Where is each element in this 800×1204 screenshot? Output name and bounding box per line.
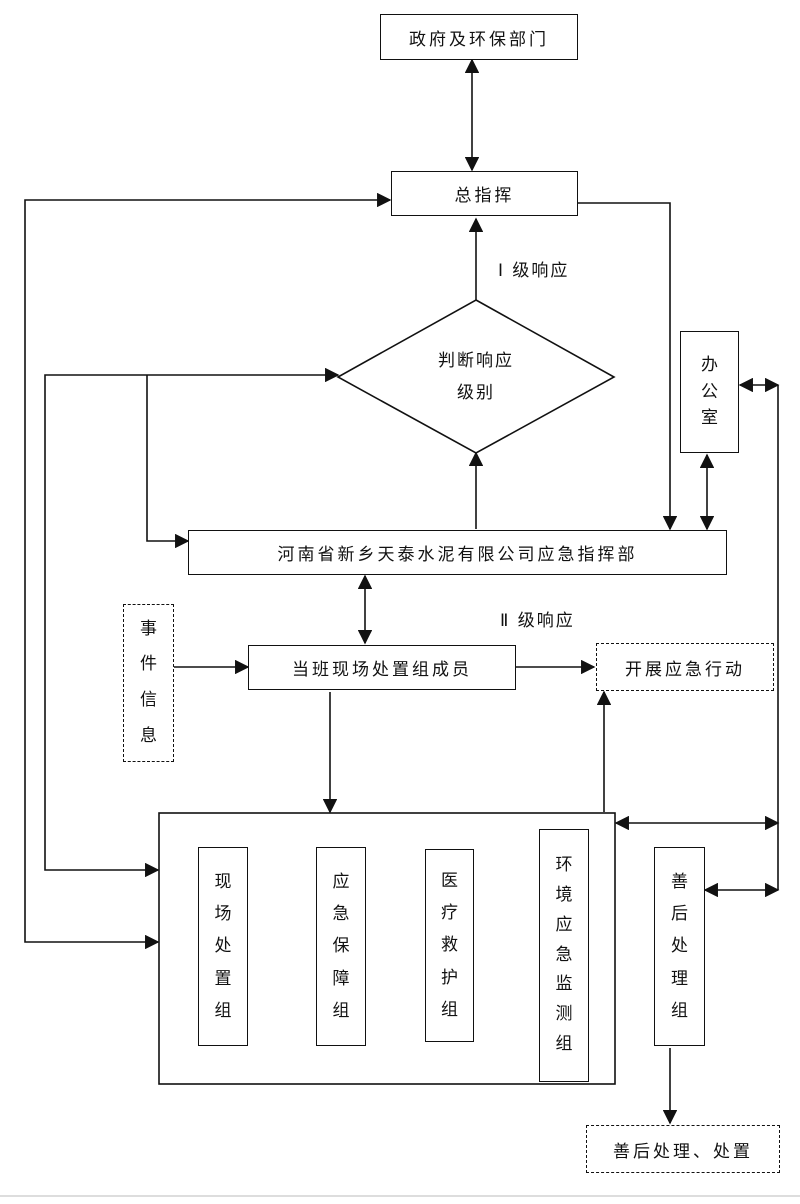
judge-label-line2: 级别 — [457, 383, 495, 404]
event-info-label: 事件信息 — [140, 618, 157, 746]
arrow-commander-left-loop — [24, 192, 392, 950]
office-label: 办公室 — [701, 355, 718, 429]
arrow-branch-hq — [146, 375, 190, 549]
group-aftermath-box: 善后处理组 — [654, 847, 705, 1046]
judge-diamond — [336, 299, 616, 454]
level2-label: Ⅱ 级响应 — [500, 611, 575, 631]
aftermath-result-label: 善后处理、处置 — [613, 1141, 753, 1162]
gov-label: 政府及环保部门 — [409, 29, 549, 50]
emergency-action-box: 开展应急行动 — [596, 643, 774, 691]
level1-label: Ⅰ 级响应 — [498, 261, 570, 281]
group-onsite-box: 现场处置组 — [198, 847, 248, 1046]
group-support-box: 应急保障组 — [316, 847, 366, 1046]
arrow-judge-left-loop — [44, 367, 340, 878]
group-onsite-label: 现场处置组 — [214, 871, 232, 1021]
groups-container — [158, 812, 616, 1085]
aftermath-result-box: 善后处理、处置 — [586, 1125, 780, 1173]
arrow-commander-hq — [578, 202, 678, 531]
onsite-members-box: 当班现场处置组成员 — [248, 645, 516, 690]
commander-label: 总指挥 — [454, 186, 515, 206]
group-monitor-label: 环境应急监测组 — [555, 855, 573, 1054]
emergency-action-label: 开展应急行动 — [625, 659, 745, 680]
commander-box: 总指挥 — [391, 171, 578, 216]
group-aftermath-label: 善后处理组 — [671, 871, 688, 1021]
hq-box: 河南省新乡天泰水泥有限公司应急指挥部 — [188, 530, 727, 575]
onsite-members-label: 当班现场处置组成员 — [292, 660, 472, 680]
group-monitor-box: 环境应急监测组 — [539, 829, 589, 1082]
gov-box: 政府及环保部门 — [380, 14, 578, 60]
office-box: 办公室 — [680, 331, 739, 453]
hq-label: 河南省新乡天泰水泥有限公司应急指挥部 — [277, 545, 638, 565]
group-support-label: 应急保障组 — [332, 871, 350, 1021]
event-info-box: 事件信息 — [123, 604, 174, 762]
judge-label-line1: 判断响应 — [438, 351, 514, 371]
group-medical-label: 医疗救护组 — [441, 870, 458, 1020]
judge-label: 判断响应 级别 — [416, 345, 536, 410]
group-medical-box: 医疗救护组 — [425, 849, 474, 1042]
